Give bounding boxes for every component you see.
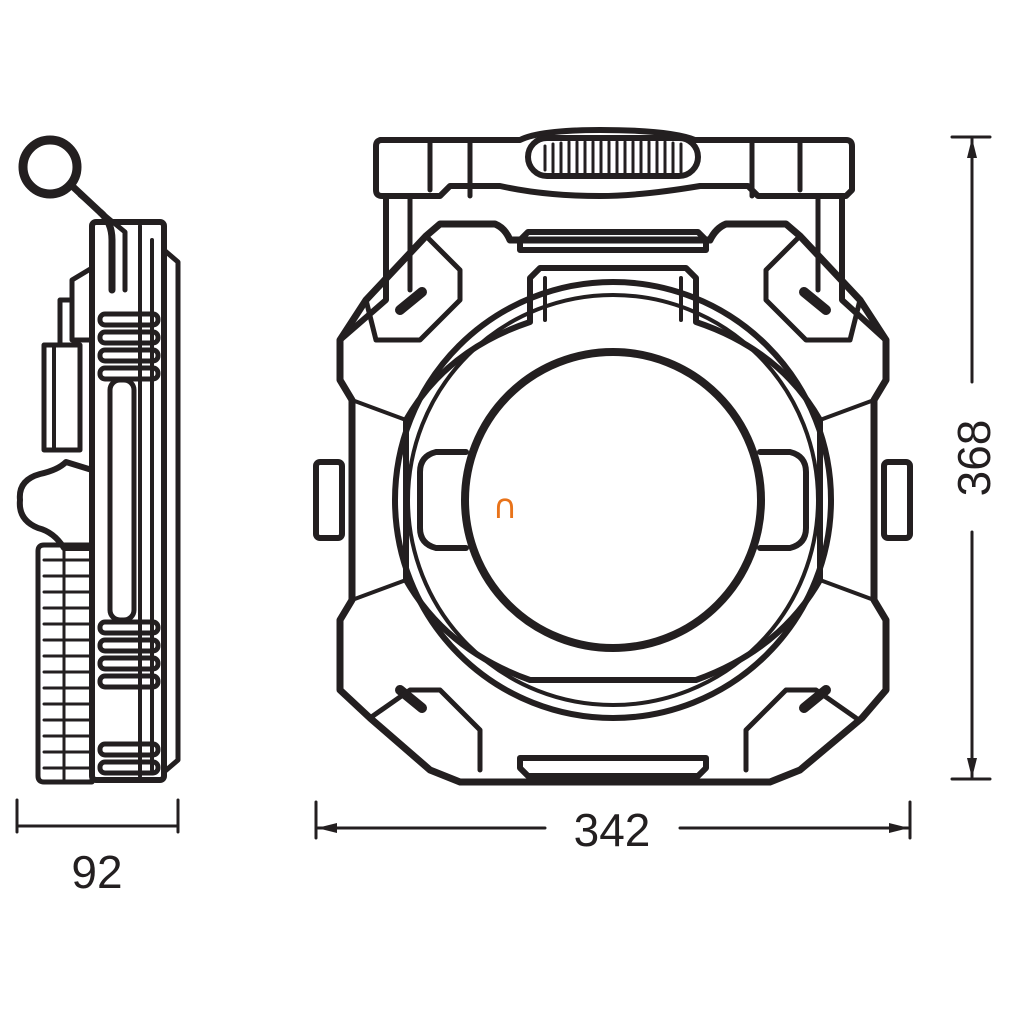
lens-ring bbox=[392, 279, 834, 721]
inner-bezel bbox=[403, 265, 823, 683]
lens bbox=[461, 348, 765, 652]
height-dimension: 368 bbox=[948, 135, 1000, 781]
front-view: ∩ bbox=[313, 127, 913, 786]
hook-ring bbox=[18, 135, 82, 199]
width-dimension: 342 bbox=[314, 800, 912, 856]
side-knob bbox=[16, 459, 95, 551]
handle-grip bbox=[525, 135, 701, 179]
upper-ribs bbox=[97, 311, 161, 382]
left-knob bbox=[313, 459, 345, 541]
top-handle bbox=[337, 127, 889, 343]
outer-housing bbox=[336, 220, 890, 786]
left-clip bbox=[417, 449, 469, 551]
width-label: 342 bbox=[574, 804, 651, 856]
slot-top-right bbox=[799, 287, 831, 315]
lower-grip bbox=[35, 542, 95, 785]
right-knob bbox=[881, 459, 913, 541]
depth-dimension: 92 bbox=[15, 798, 180, 898]
lower-ribs bbox=[97, 619, 161, 776]
depth-label: 92 bbox=[71, 846, 122, 898]
side-view bbox=[16, 135, 181, 785]
slot-top-left bbox=[395, 287, 427, 315]
orange-marker: ∩ bbox=[493, 487, 518, 527]
side-switch bbox=[41, 342, 83, 453]
right-clip bbox=[757, 449, 809, 551]
height-label: 368 bbox=[948, 420, 1000, 497]
